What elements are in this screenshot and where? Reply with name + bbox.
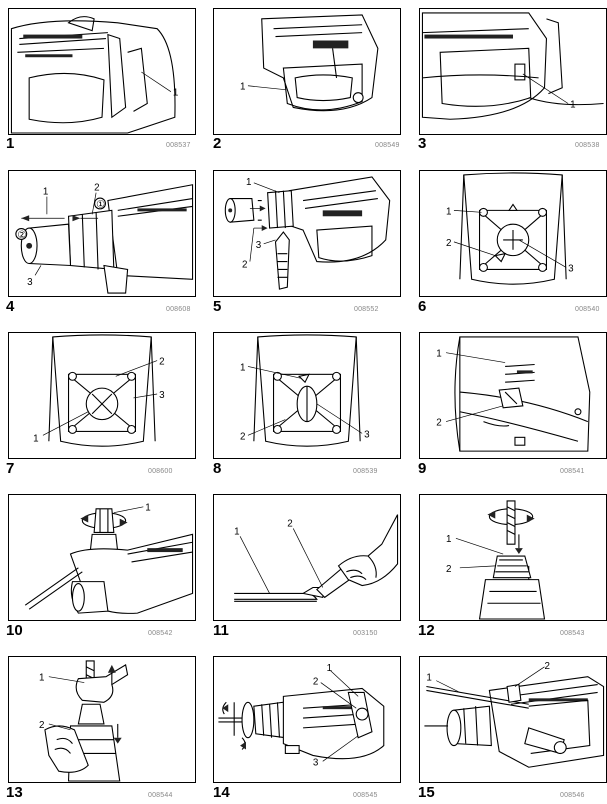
figure-9-code: 008541: [560, 468, 585, 475]
figure-15-panel: 1 2: [419, 656, 607, 783]
figure-1-callout-1: 1: [173, 88, 178, 99]
figure-7-illustration: 2 3 1: [33, 334, 165, 447]
figure-9-panel: 1 2: [419, 332, 607, 459]
figure-15-callout-2: 2: [544, 661, 549, 672]
figure-11-callout-2: 2: [287, 518, 292, 529]
figure-14-callout-2: 2: [313, 677, 318, 688]
figure-8-callout-2: 2: [240, 431, 245, 442]
figure-11-code: 003150: [353, 630, 378, 637]
figure-6-callout-3: 3: [568, 263, 574, 274]
figure-5-callout-2: 2: [242, 259, 247, 270]
figure-1-panel: 1: [8, 8, 196, 135]
figure-9-callout-1: 1: [436, 349, 441, 360]
figure-15-code: 008546: [560, 792, 585, 799]
figure-14-callout-3: 3: [313, 757, 319, 768]
figure-8-callout-1: 1: [240, 362, 245, 373]
figure-11-number: 11: [213, 622, 229, 639]
figure-4-callout-circled-2: ②: [17, 230, 26, 241]
figure-14-panel: 1 2 3: [213, 656, 401, 783]
figure-9-callout-2: 2: [436, 418, 441, 429]
figure-3-number: 3: [418, 135, 427, 152]
figure-8-code: 008539: [353, 468, 378, 475]
figure-7-number: 7: [6, 460, 15, 477]
figure-15-callout-1: 1: [426, 673, 431, 684]
figure-2-number: 2: [213, 135, 222, 152]
figure-5-code: 008552: [354, 306, 379, 313]
figure-4-illustration: 1 2 ① ② 3: [15, 183, 194, 294]
figure-7-callout-1: 1: [33, 433, 38, 444]
figure-12-callout-2: 2: [446, 564, 451, 575]
figure-12-callout-1: 1: [446, 534, 451, 545]
figure-5-callout-1: 1: [246, 177, 251, 188]
figure-3-callout-1: 1: [570, 99, 575, 110]
figure-6-number: 6: [418, 298, 427, 315]
figure-7-panel: 2 3 1: [8, 332, 196, 459]
figure-4-panel: 1 2 ① ② 3: [8, 170, 196, 297]
figure-1-code: 008537: [166, 142, 191, 149]
figure-6-callout-2: 2: [446, 238, 451, 249]
figure-14-code: 008545: [353, 792, 378, 799]
figure-10-code: 008542: [148, 630, 173, 637]
figure-15-illustration: 1 2: [424, 661, 605, 768]
figure-9-number: 9: [418, 460, 427, 477]
figure-7-callout-3: 3: [159, 390, 165, 401]
figure-5-number: 5: [213, 298, 222, 315]
figure-2-panel: 1: [213, 8, 401, 135]
figure-10-callout-1: 1: [145, 503, 150, 514]
figure-14-number: 14: [213, 784, 230, 801]
figure-13-number: 13: [6, 784, 23, 801]
figure-2-code: 008549: [375, 142, 400, 149]
figure-12-code: 008543: [560, 630, 585, 637]
figure-3-code: 008538: [575, 142, 600, 149]
figure-9-illustration: 1 2: [436, 336, 591, 452]
figure-5-panel: 1 3 2: [213, 170, 401, 297]
figure-10-number: 10: [6, 622, 23, 639]
figure-3-panel: 1: [419, 8, 607, 135]
figure-14-callout-1: 1: [327, 663, 332, 674]
figure-6-callout-1: 1: [446, 206, 451, 217]
figure-13-panel: 1 2: [8, 656, 196, 783]
figure-11-callout-1: 1: [234, 526, 239, 537]
figure-4-callout-circled-1: ①: [96, 199, 105, 210]
figure-12-illustration: 1 2: [446, 500, 546, 620]
figure-2-illustration: 1: [240, 14, 379, 112]
figure-6-panel: 1 2 3: [419, 170, 607, 297]
figure-4-number: 4: [6, 298, 15, 315]
figure-11-panel: 1 2: [213, 494, 401, 621]
figure-10-panel: 1: [8, 494, 196, 621]
figure-1-illustration: 1: [10, 16, 178, 134]
figure-3-illustration: 1: [421, 12, 604, 120]
figure-4-code: 008608: [166, 306, 191, 313]
figure-13-illustration: 1 2: [39, 660, 129, 782]
figure-8-panel: 1 2 3: [213, 332, 401, 459]
figure-1-number: 1: [6, 135, 15, 152]
figure-8-number: 8: [213, 460, 222, 477]
figure-5-callout-3: 3: [256, 240, 262, 251]
figure-6-code: 008540: [575, 306, 600, 313]
figure-7-code: 008600: [148, 468, 173, 475]
figure-15-number: 15: [418, 784, 435, 801]
figure-4-callout-3: 3: [27, 277, 33, 288]
figure-5-illustration: 1 3 2: [224, 176, 391, 290]
figure-8-callout-3: 3: [364, 429, 370, 440]
figure-8-illustration: 1 2 3: [240, 334, 370, 447]
figure-4-callout-1: 1: [43, 187, 48, 198]
figure-11-illustration: 1 2: [234, 514, 399, 602]
figure-14-illustration: 1 2 3: [218, 663, 385, 768]
figure-12-number: 12: [418, 622, 435, 639]
figure-6-illustration: 1 2 3: [446, 172, 574, 285]
figure-2-callout-1: 1: [240, 82, 245, 93]
figure-13-callout-2: 2: [39, 720, 44, 731]
figure-12-panel: 1 2: [419, 494, 607, 621]
figure-7-callout-2: 2: [159, 356, 164, 367]
figure-13-code: 008544: [148, 792, 173, 799]
figure-13-callout-1: 1: [39, 673, 44, 684]
figure-10-illustration: 1: [24, 503, 194, 614]
figure-4-callout-2: 2: [94, 183, 99, 194]
